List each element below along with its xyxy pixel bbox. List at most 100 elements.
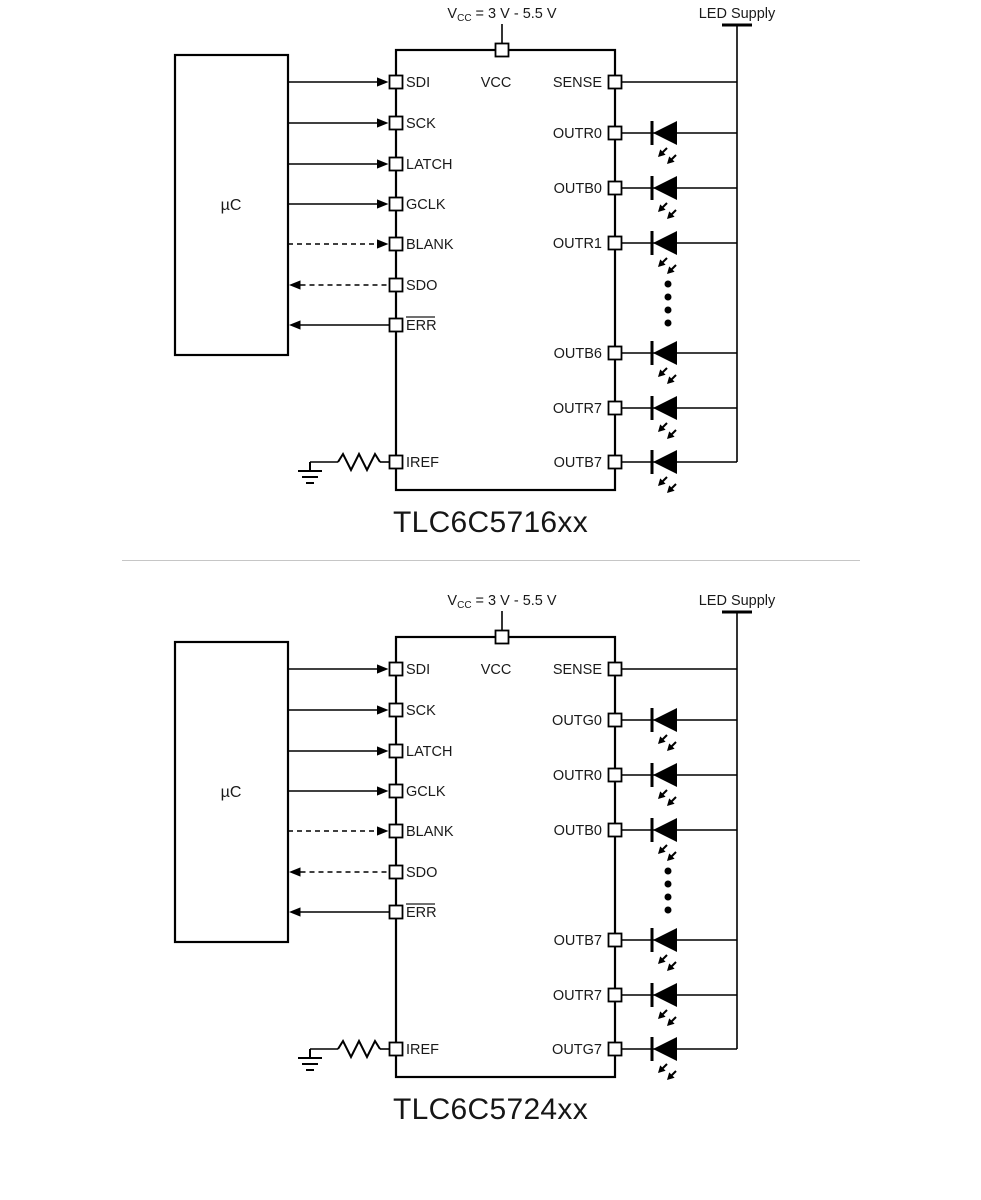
pin-square	[388, 904, 404, 920]
ground-symbol	[297, 461, 323, 484]
mcu-label: µC	[221, 784, 242, 801]
arrow-left-icon	[289, 867, 301, 877]
pin-square	[388, 743, 404, 759]
schematic-canvas: µC VCC= 3 V - 5.5 V VCC SDI SCK	[173, 593, 776, 1087]
pin-square	[388, 1041, 404, 1057]
pin-label: OUTR0	[553, 768, 602, 784]
pin-label: OUTG7	[552, 1042, 602, 1058]
pin-square	[388, 823, 404, 839]
diagram-title: TLC6C5724xx	[392, 1093, 589, 1126]
pin-label: OUTR7	[553, 401, 602, 417]
left-pin-row-sdi: SDI	[288, 74, 430, 91]
pin-square	[607, 1041, 623, 1057]
led-symbol	[652, 818, 677, 861]
pin-square	[607, 712, 623, 728]
arrow-right-icon	[377, 77, 389, 87]
pin-square	[388, 317, 404, 333]
out-pin-row-4: OUTR7	[553, 396, 737, 439]
pin-square	[388, 74, 404, 90]
pin-square	[388, 236, 404, 252]
led-symbol	[652, 708, 677, 751]
pin-square	[607, 345, 623, 361]
led-symbol	[652, 763, 677, 806]
led-symbol	[652, 341, 677, 384]
pin-square	[388, 702, 404, 718]
pin-square	[607, 767, 623, 783]
arrow-right-icon	[377, 746, 389, 756]
vcc-supply-rest: = 3 V - 5.5 V	[476, 6, 557, 22]
iref-row: IREF	[297, 453, 439, 484]
left-pin-row-blank: BLANK	[288, 823, 454, 840]
pin-label: ERR	[406, 318, 437, 334]
pin-label: OUTB0	[554, 181, 602, 197]
left-pin-row-sck: SCK	[288, 702, 436, 719]
pin-label: SENSE	[553, 75, 602, 91]
ellipsis-dots	[664, 280, 672, 327]
vcc-supply-v: V	[447, 593, 457, 609]
pin-label: OUTR7	[553, 988, 602, 1004]
pin-square	[388, 115, 404, 131]
pin-square	[388, 864, 404, 880]
pin-label: SDI	[406, 662, 430, 678]
arrow-right-icon	[377, 118, 389, 128]
vcc-supply-v: V	[447, 6, 457, 22]
pin-label: SDO	[406, 278, 437, 294]
sense-row: SENSE	[553, 74, 737, 91]
vcc-supply-sub: CC	[457, 13, 471, 24]
out-pin-row-2: OUTB0	[554, 818, 737, 861]
dot	[664, 880, 672, 888]
pin-label: BLANK	[406, 237, 454, 253]
vcc-supply-label: VCC = 3 V - 5.5 V	[447, 6, 556, 24]
out-pin-row-0: OUTG0	[552, 708, 737, 751]
pin-label: OUTR1	[553, 236, 602, 252]
left-pin-row-err: ERR	[289, 903, 437, 921]
resistor-symbol	[337, 1040, 381, 1058]
left-pin-row-gclk: GCLK	[288, 196, 446, 213]
arrow-right-icon	[377, 826, 389, 836]
pin-label: OUTB6	[554, 346, 602, 362]
pin-square	[607, 235, 623, 251]
left-pin-row-sdo: SDO	[289, 277, 437, 294]
arrow-left-icon	[289, 907, 301, 917]
resistor-symbol	[337, 453, 381, 471]
pin-label: OUTB7	[554, 933, 602, 949]
dot	[664, 306, 672, 314]
led-symbol	[652, 450, 677, 493]
left-pin-row-latch: LATCH	[288, 743, 452, 760]
pin-label: LATCH	[406, 157, 452, 173]
out-pin-row-5: OUTG7	[552, 1037, 737, 1080]
pin-square	[607, 74, 623, 90]
pin-label: OUTB0	[554, 823, 602, 839]
left-pin-row-err: ERR	[289, 316, 437, 334]
pin-label: SDO	[406, 865, 437, 881]
dot	[664, 867, 672, 875]
led-symbol	[652, 176, 677, 219]
figure-page: µC VCC= 3 V - 5.5 V VCC SDI SCK	[0, 0, 981, 1147]
pin-label: SCK	[406, 116, 436, 132]
dot	[664, 280, 672, 288]
pin-label: SDI	[406, 75, 430, 91]
out-pin-row-2: OUTR1	[553, 231, 737, 274]
sense-row: SENSE	[553, 661, 737, 678]
iref-row: IREF	[297, 1040, 439, 1071]
schematic-canvas: µC VCC = 3 V - 5.5 V VCC SDI SCK	[173, 6, 776, 500]
mcu-label: µC	[221, 197, 242, 214]
left-pin-row-sdi: SDI	[288, 661, 430, 678]
dot	[664, 319, 672, 327]
diagram-title: TLC6C5716xx	[392, 506, 589, 539]
pin-square	[607, 822, 623, 838]
pin-label: SENSE	[553, 662, 602, 678]
vcc-pin-square	[494, 629, 510, 645]
pin-label: OUTB7	[554, 455, 602, 471]
pin-square	[607, 932, 623, 948]
out-pin-row-0: OUTR0	[553, 121, 737, 164]
out-pin-row-3: OUTB7	[554, 928, 737, 971]
pin-square	[607, 987, 623, 1003]
pin-label: GCLK	[406, 784, 446, 800]
led-symbol	[652, 983, 677, 1026]
arrow-left-icon	[289, 320, 301, 330]
out-pin-row-5: OUTB7	[554, 450, 737, 493]
mcu-box	[173, 53, 290, 357]
pin-square	[388, 661, 404, 677]
out-pin-row-1: OUTR0	[553, 763, 737, 806]
